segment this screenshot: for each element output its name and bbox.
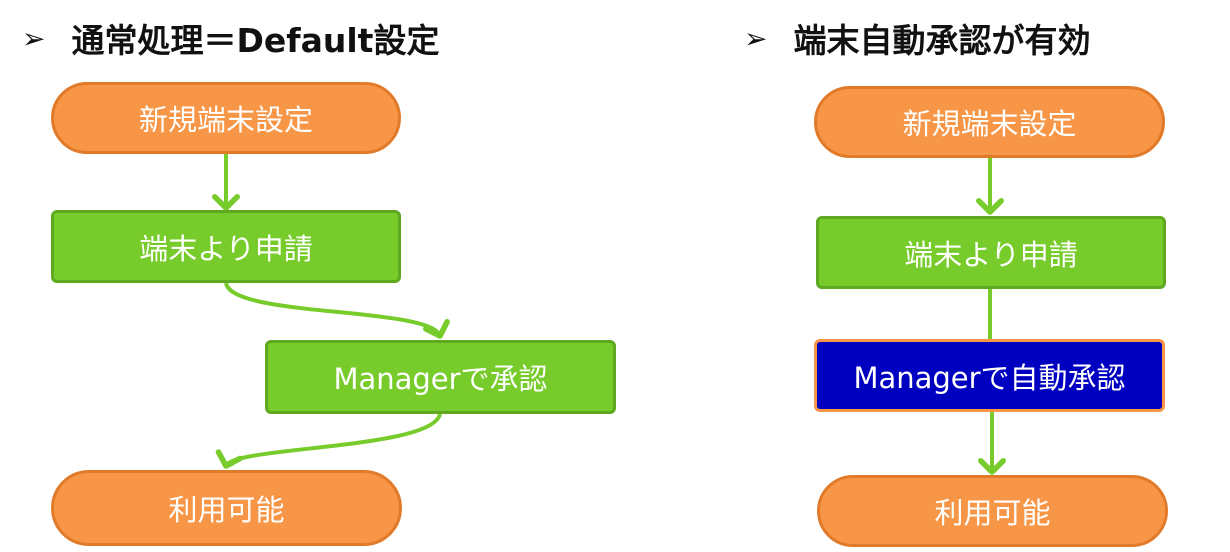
step-label: 新規端末設定 xyxy=(902,107,1077,141)
step-label: Managerで承認 xyxy=(333,362,548,396)
right-step-device-request: 端末より申請 xyxy=(816,216,1166,289)
heading-default-label: 通常処理＝Default設定 xyxy=(71,21,440,60)
heading-default-flow: ➢ 通常処理＝Default設定 xyxy=(22,14,439,62)
heading-auto-approval-flow: ➢ 端末自動承認が有効 xyxy=(744,14,1090,62)
connector-left-3 xyxy=(215,413,442,469)
step-label: 利用可能 xyxy=(934,496,1051,530)
left-step-device-request: 端末より申請 xyxy=(51,210,401,283)
step-label: Managerで自動承認 xyxy=(853,360,1126,395)
heading-auto-label: 端末自動承認が有効 xyxy=(793,21,1091,60)
right-step-available: 利用可能 xyxy=(817,475,1168,547)
left-step-available: 利用可能 xyxy=(51,470,402,546)
step-label: 端末より申請 xyxy=(139,231,313,266)
connector-left-2 xyxy=(224,282,450,339)
step-label: 端末より申請 xyxy=(904,237,1078,272)
right-step-new-device-setup: 新規端末設定 xyxy=(814,86,1165,158)
step-label: 利用可能 xyxy=(168,493,285,527)
left-step-manager-approval: Managerで承認 xyxy=(265,340,616,414)
right-step-manager-auto-approval: Managerで自動承認 xyxy=(814,339,1165,412)
arrow-bullet-icon: ➢ xyxy=(22,21,46,55)
step-label: 新規端末設定 xyxy=(138,103,313,137)
left-step-new-device-setup: 新規端末設定 xyxy=(51,82,401,154)
arrow-bullet-icon: ➢ xyxy=(744,21,768,55)
